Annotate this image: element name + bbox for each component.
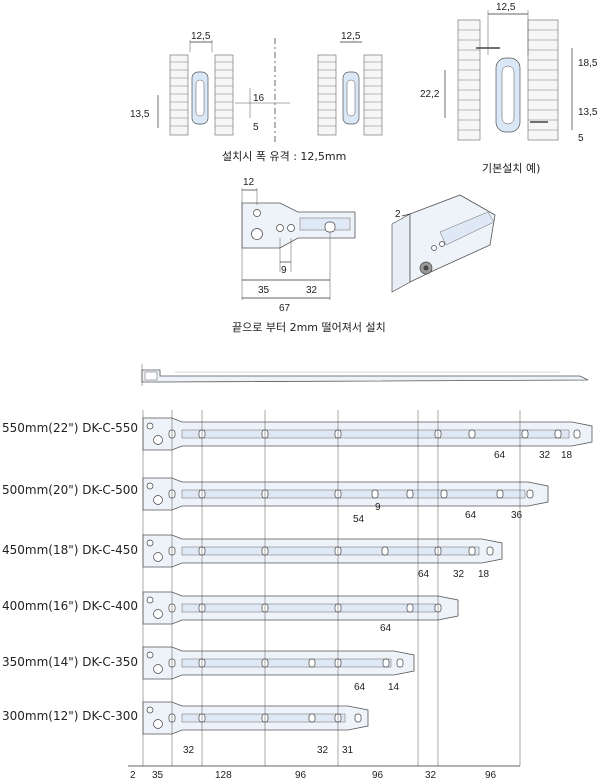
rail-mount-hole <box>406 489 414 499</box>
rail-mount-hole <box>521 429 529 439</box>
base-128: 128 <box>215 770 232 781</box>
base-96a: 96 <box>295 770 307 781</box>
model-label-500: 500mm(20") DK-C-500 <box>2 483 138 497</box>
rail-channel <box>181 658 392 668</box>
dim-300-32a: 32 <box>183 745 195 756</box>
rail-mount-hole <box>554 429 562 439</box>
rail-mount-hole <box>396 658 404 668</box>
dim-550-32: 32 <box>539 450 551 461</box>
rail-mount-hole <box>573 429 581 439</box>
dim-bracket-32: 32 <box>306 285 318 296</box>
base-96b: 96 <box>372 770 384 781</box>
dim-300-31: 31 <box>342 745 354 756</box>
bracket-caption: 끝으로 부터 2mm 떨어져서 설치 <box>232 321 386 334</box>
model-label-400: 400mm(16") DK-C-400 <box>2 599 138 613</box>
dim-right-18-5: 18,5 <box>578 58 598 69</box>
rail-1 <box>142 477 549 511</box>
dim-left-12-5-a: 12,5 <box>191 31 211 42</box>
rail-roller <box>153 609 163 619</box>
dim-bracket-67: 67 <box>279 303 291 314</box>
rail-end-hole <box>146 651 154 659</box>
dim-right-13-5: 13,5 <box>578 107 598 118</box>
dim-right-22-2: 22,2 <box>420 89 440 100</box>
dim-300-32b: 32 <box>317 745 329 756</box>
rail-4 <box>142 646 415 680</box>
rail-roller <box>153 664 163 674</box>
rail-channel <box>181 429 570 439</box>
rail-mount-hole <box>381 546 389 556</box>
dim-450-64: 64 <box>418 569 430 580</box>
rail-roller <box>153 495 163 505</box>
dim-400-64: 64 <box>380 623 392 634</box>
dim-350-14: 14 <box>388 682 400 693</box>
rail-mount-hole <box>354 713 362 723</box>
rail-0 <box>142 417 593 451</box>
right-detail-caption: 기본설치 예) <box>482 162 540 175</box>
rail-roller <box>153 552 163 562</box>
model-label-450: 450mm(18") DK-C-450 <box>2 543 138 557</box>
rail-5 <box>142 701 369 735</box>
base-2: 2 <box>130 770 136 781</box>
rail-mount-hole <box>308 713 316 723</box>
rail-end-hole <box>146 539 154 547</box>
dim-bracket-35: 35 <box>258 285 270 296</box>
dim-left-13-5: 13,5 <box>130 109 150 120</box>
rail-roller <box>153 719 163 729</box>
dim-left-5: 5 <box>253 122 259 133</box>
rail-end-hole <box>146 422 154 430</box>
right-install-detail: 12,5 18,5 22,2 13,5 5 기본설치 예) <box>420 2 598 175</box>
dim-bracket-2: 2 <box>395 209 401 220</box>
base-35: 35 <box>152 770 164 781</box>
rail-mount-hole <box>406 603 414 613</box>
rail-mount-hole <box>468 546 476 556</box>
rail-mount-hole <box>496 489 504 499</box>
dim-550-64: 64 <box>494 450 506 461</box>
dim-right-12-5: 12,5 <box>496 2 516 13</box>
rail-mount-hole <box>382 658 390 668</box>
dim-450-32: 32 <box>453 569 465 580</box>
dim-left-16: 16 <box>253 93 265 104</box>
rail-mount-hole <box>526 489 534 499</box>
model-label-350: 350mm(14") DK-C-350 <box>2 655 138 669</box>
rail-end-hole <box>146 596 154 604</box>
left-detail-caption: 설치시 폭 유격 : 12,5mm <box>222 150 346 163</box>
model-rails <box>142 410 593 766</box>
rail-mount-hole <box>308 658 316 668</box>
left-install-detail: 12,5 16 13,5 5 12,5 설치시 폭 유격 : 12,5mm <box>130 31 383 163</box>
rail-mount-hole <box>371 489 379 499</box>
dim-450-18: 18 <box>478 569 490 580</box>
dim-500-64: 64 <box>465 510 477 521</box>
rail-3 <box>142 591 459 625</box>
rail-channel <box>181 546 480 556</box>
model-label-550: 550mm(22") DK-C-550 <box>2 421 138 435</box>
bracket-detail: 12 9 35 32 67 2 끝으로 부터 2mm 떨어져서 설치 <box>232 177 496 334</box>
dim-550-18: 18 <box>561 450 573 461</box>
model-label-300: 300mm(12") DK-C-300 <box>2 709 138 723</box>
rail-2 <box>142 534 503 568</box>
dim-500-9: 9 <box>375 502 381 513</box>
dim-bracket-12: 12 <box>243 177 255 188</box>
rail-mount-hole <box>468 429 476 439</box>
dim-350-64: 64 <box>354 682 366 693</box>
dim-500-54: 54 <box>353 514 365 525</box>
rail-end-hole <box>146 706 154 714</box>
dim-right-5: 5 <box>578 133 584 144</box>
base-96c: 96 <box>485 770 497 781</box>
rail-roller <box>153 435 163 445</box>
rail-channel <box>181 603 436 613</box>
rail-mount-hole <box>440 489 448 499</box>
rail-end-hole <box>146 482 154 490</box>
rail-mount-hole <box>486 546 494 556</box>
base-32: 32 <box>425 770 437 781</box>
rail-channel <box>181 489 526 499</box>
dim-bracket-9: 9 <box>281 265 287 276</box>
slide-side-profile <box>141 364 589 386</box>
dim-500-36: 36 <box>511 510 523 521</box>
dim-left-12-5-b: 12,5 <box>341 31 361 42</box>
